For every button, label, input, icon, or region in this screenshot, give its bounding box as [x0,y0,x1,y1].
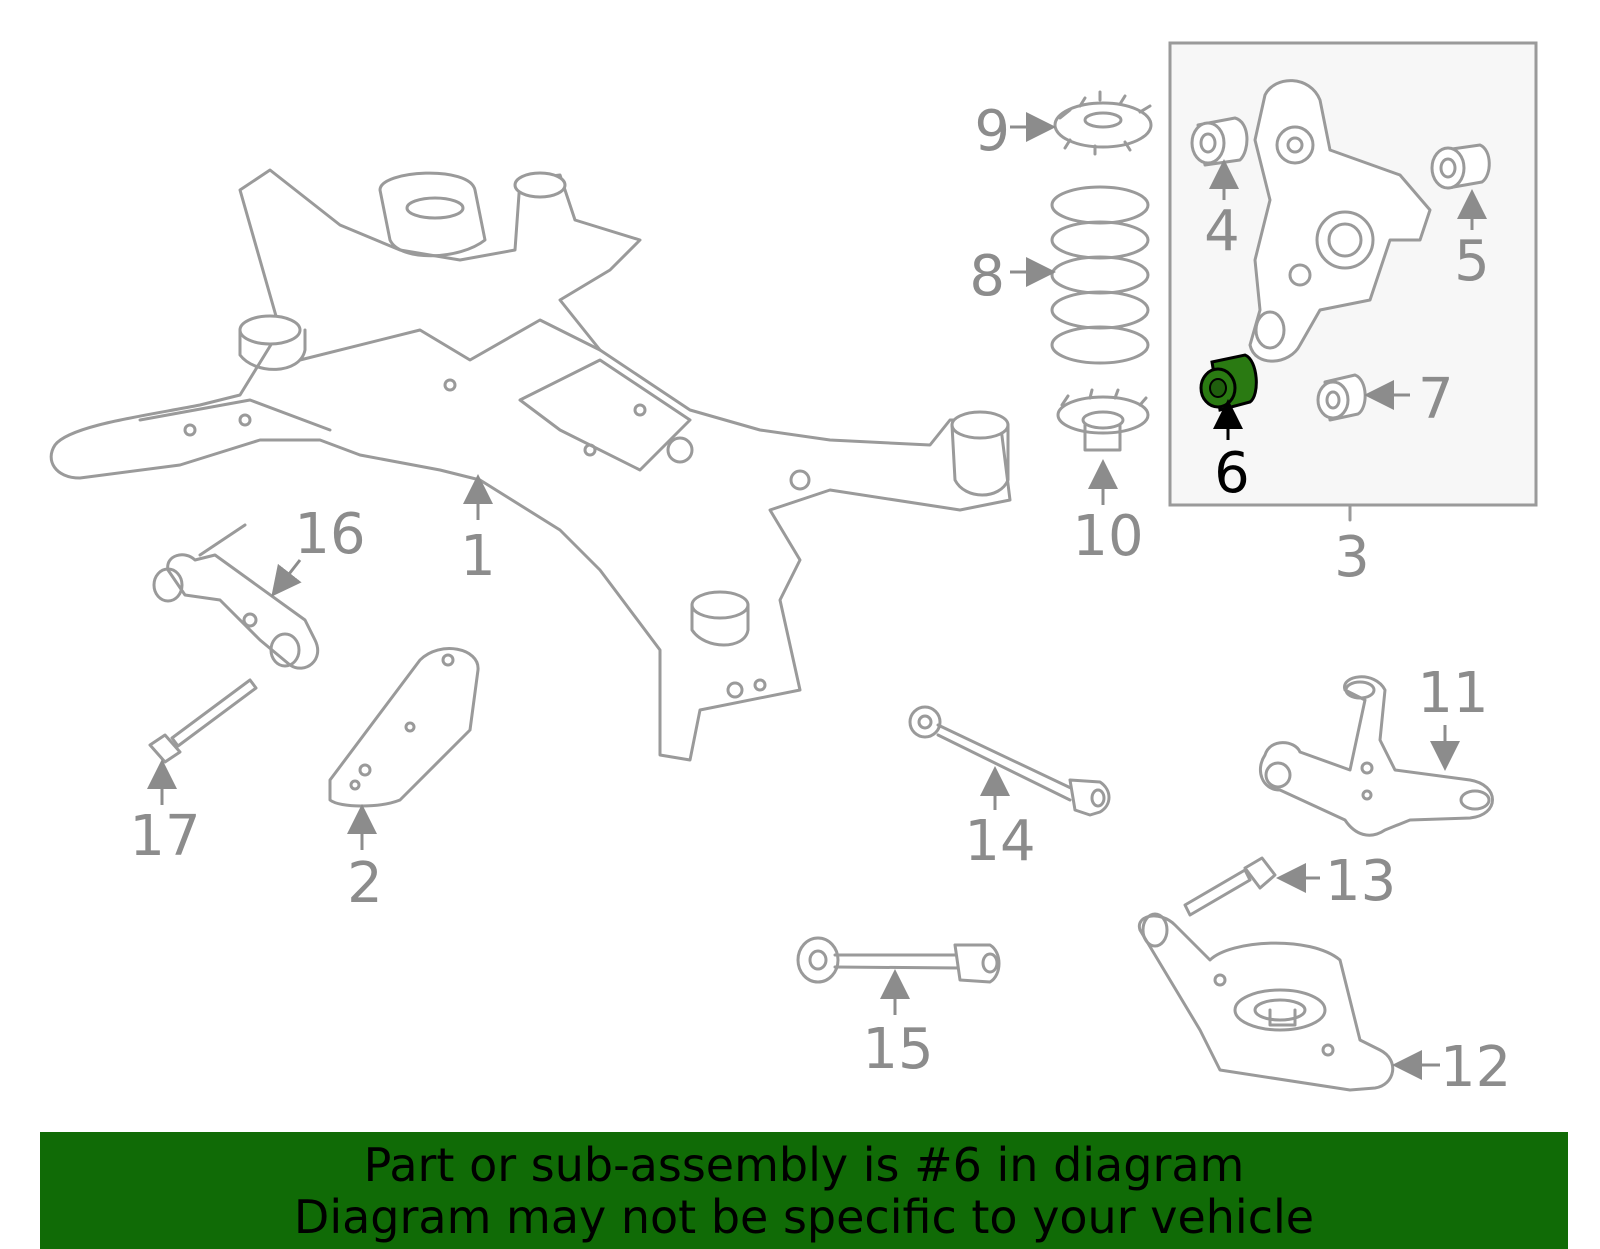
callout-4-label: 4 [1204,199,1240,264]
callout-5-label: 5 [1454,229,1490,294]
callout-3-label: 3 [1334,525,1370,590]
bolt-part-13[interactable] [1183,856,1277,917]
callout-16-label: 16 [294,502,365,567]
callout-6-label: 6 [1214,441,1250,506]
banner-line-2: Diagram may not be specific to your vehi… [293,1189,1315,1244]
callout-13-label: 13 [1325,849,1396,914]
bolt-part-17[interactable] [148,678,258,764]
upper-arm-part-11[interactable] [1259,675,1494,837]
bushing-part-7[interactable] [1316,373,1367,422]
callout-11[interactable]: 11 [1417,661,1489,771]
callout-16[interactable]: 16 [271,502,366,597]
info-banner: Part or sub-assembly is #6 in diagram Di… [40,1132,1568,1249]
bushing-part-6-highlighted[interactable] [1199,353,1258,412]
link-rod-part-14[interactable] [908,705,1111,817]
spring-seat-lower-part-10[interactable] [1056,388,1150,452]
bushing-part-4[interactable] [1190,116,1249,167]
callout-15[interactable]: 15 [862,969,934,1082]
bushing-part-5[interactable] [1430,143,1491,190]
plate-part-2[interactable] [328,647,480,808]
callout-12-label: 12 [1440,1035,1511,1100]
callout-7[interactable]: 7 [1364,367,1454,432]
coil-spring-part-8[interactable] [1050,185,1150,365]
callout-9-label: 9 [974,99,1010,164]
callout-15-label: 15 [862,1017,933,1082]
toe-link-part-16[interactable] [152,523,320,670]
callout-14[interactable]: 14 [964,766,1036,874]
callout-2[interactable]: 2 [347,804,383,916]
lower-arm-part-12[interactable] [1137,912,1395,1092]
callout-6[interactable]: 6 [1213,399,1250,506]
callout-1[interactable]: 1 [460,474,496,589]
callout-17[interactable]: 17 [129,759,201,869]
callout-7-label: 7 [1418,367,1454,432]
banner-line-1: Part or sub-assembly is #6 in diagram [363,1137,1245,1192]
callout-13[interactable]: 13 [1276,849,1396,914]
callout-5[interactable]: 5 [1454,189,1490,294]
link-rod-part-15[interactable] [796,936,1001,984]
callout-8[interactable]: 8 [969,244,1056,309]
callout-17-label: 17 [129,804,200,869]
callout-14-label: 14 [964,809,1035,874]
callout-11-label: 11 [1417,661,1488,726]
callout-10[interactable]: 10 [1072,459,1144,569]
subframe-part-1[interactable] [49,168,1012,762]
callout-3[interactable]: 3 [1334,525,1370,590]
spring-seat-upper-part-9[interactable] [1053,90,1153,156]
callout-2-label: 2 [347,851,383,916]
callout-10-label: 10 [1072,504,1143,569]
callout-4[interactable]: 4 [1204,159,1240,264]
callout-1-label: 1 [460,524,496,589]
callout-9[interactable]: 9 [974,99,1056,164]
callout-8-label: 8 [969,244,1005,309]
callout-12[interactable]: 12 [1392,1035,1511,1100]
